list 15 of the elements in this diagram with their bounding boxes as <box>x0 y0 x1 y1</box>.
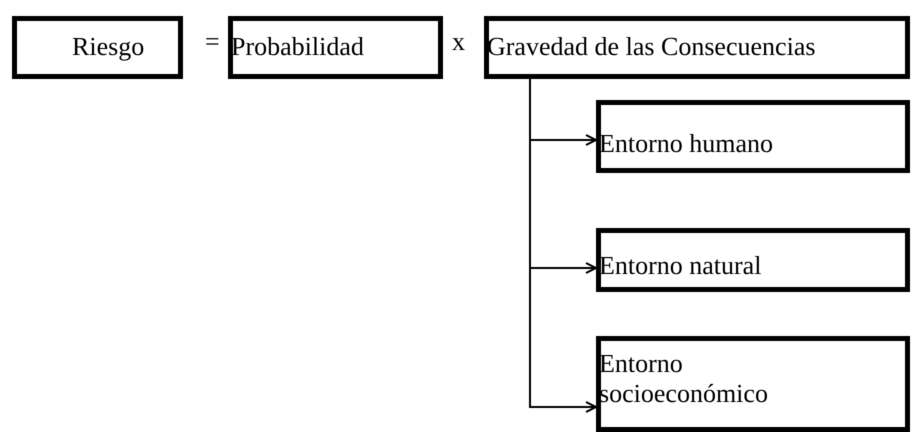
box-label: Gravedad de las Consecuencias <box>487 32 816 62</box>
box-label: Riesgo <box>72 32 146 62</box>
text-box <box>596 336 910 432</box>
text-box <box>484 16 910 79</box>
box-label: Entorno humano <box>599 129 774 159</box>
text-box <box>12 16 183 79</box>
box-label: Entorno natural <box>599 251 762 281</box>
arrow <box>529 79 597 413</box>
text-box <box>228 16 443 79</box>
box-label: Entorno socioeconómico <box>599 349 769 409</box>
text-box <box>596 100 910 173</box>
box-label: Probabilidad <box>231 32 365 62</box>
operator-sign: x <box>452 27 465 57</box>
text-box <box>596 228 910 292</box>
operator-sign: = <box>205 27 220 57</box>
